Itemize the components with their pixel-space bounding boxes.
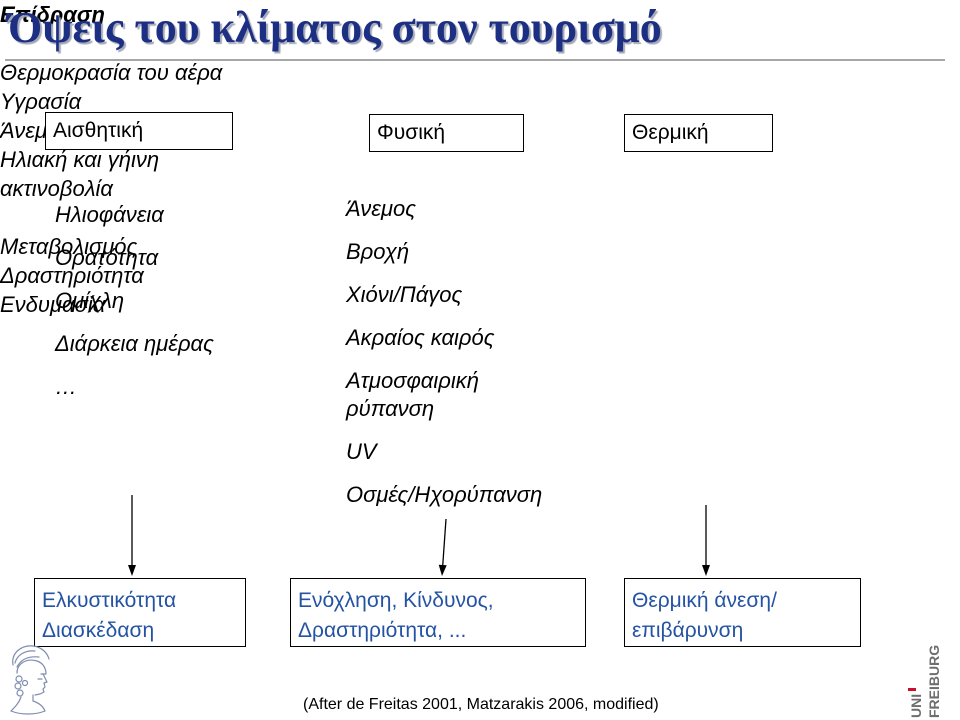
list-item: Ομίχλη xyxy=(55,288,125,313)
outcome-line: Θερμική άνεση/ xyxy=(632,589,777,612)
list-item: Ακραίος καιρός xyxy=(346,325,495,350)
category-label-thermal: Θερμική xyxy=(632,121,709,144)
category-box-thermal: Θερμική xyxy=(624,114,773,152)
logo-red-bar xyxy=(908,687,917,691)
category-label-aesthetic: Αισθητική xyxy=(53,119,144,142)
outcome-line: επιβάρυνση xyxy=(632,619,744,642)
list-item: Βροχή xyxy=(346,239,410,264)
aesthetic-factor-list: Ηλιοφάνεια Ορατότητα Ομίχλη Διάρκεια ημέ… xyxy=(55,201,214,416)
outcome-box-aesthetic: Ελκυστικότητα Διασκέδαση xyxy=(34,578,246,647)
list-item: Ενδυμασία xyxy=(0,292,106,317)
list-item: Ηλιακή και γήινη ακτινοβολία xyxy=(0,147,160,201)
thermal-heading: Επίδραση xyxy=(0,2,105,27)
list-item: Οσμές/Ηχορύπανση xyxy=(346,482,543,507)
outcome-box-physical: Ενόχληση, Κίνδυνος, Δραστηριότητα, ... xyxy=(290,578,586,647)
arrow-physical-to-outcome xyxy=(438,518,447,576)
list-item: Ορατότητα xyxy=(55,245,159,270)
physical-factor-list: Άνεμος Βροχή Χιόνι/Πάγος Ακραίος καιρός … xyxy=(346,195,542,524)
outcome-line: Δραστηριότητα, ... xyxy=(298,619,467,642)
outcome-line: Ελκυστικότητα xyxy=(42,589,177,612)
title-underline xyxy=(5,59,945,61)
slide-title: Όψεις του κλίματος στον τουρισμό xyxy=(8,3,662,52)
list-item: Ατμοσφαιρική ρύπανση xyxy=(346,368,479,421)
category-label-physical: Φυσική xyxy=(377,121,446,144)
category-box-aesthetic: Αισθητική xyxy=(45,112,233,150)
list-item: Χιόνι/Πάγος xyxy=(346,282,463,307)
list-item: Θερμοκρασία του αέρα xyxy=(0,60,223,85)
athena-head-logo-icon xyxy=(10,645,50,715)
uni-freiburg-logo: UNI FREIBURG xyxy=(907,640,945,718)
list-item: Υγρασία xyxy=(0,89,82,114)
thermal-group-personal: Μεταβολισμός Δραστηριότητα Ενδυμασία xyxy=(0,232,960,319)
source-caption: (After de Freitas 2001, Matzarakis 2006,… xyxy=(303,696,659,713)
list-item: Ηλιοφάνεια xyxy=(55,202,164,227)
logo-text-uni: UNI xyxy=(908,693,924,718)
arrow-thermal-to-outcome xyxy=(702,505,710,576)
outcome-box-thermal: Θερμική άνεση/ επιβάρυνση xyxy=(624,578,861,647)
outcome-line: Διασκέδαση xyxy=(42,619,155,642)
list-item: … xyxy=(55,374,77,399)
list-item: Άνεμος xyxy=(346,196,416,221)
logo-line-uni: UNI xyxy=(907,640,925,718)
outcome-line: Ενόχληση, Κίνδυνος, xyxy=(298,589,494,612)
list-item: Μεταβολισμός xyxy=(0,234,138,259)
list-item: UV xyxy=(346,439,377,464)
arrow-aesthetic-to-outcome xyxy=(128,495,136,576)
list-item: Διάρκεια ημέρας xyxy=(55,331,214,356)
category-box-physical: Φυσική xyxy=(369,114,524,152)
list-item: Δραστηριότητα xyxy=(0,263,144,288)
logo-text-freiburg: FREIBURG xyxy=(926,644,942,718)
